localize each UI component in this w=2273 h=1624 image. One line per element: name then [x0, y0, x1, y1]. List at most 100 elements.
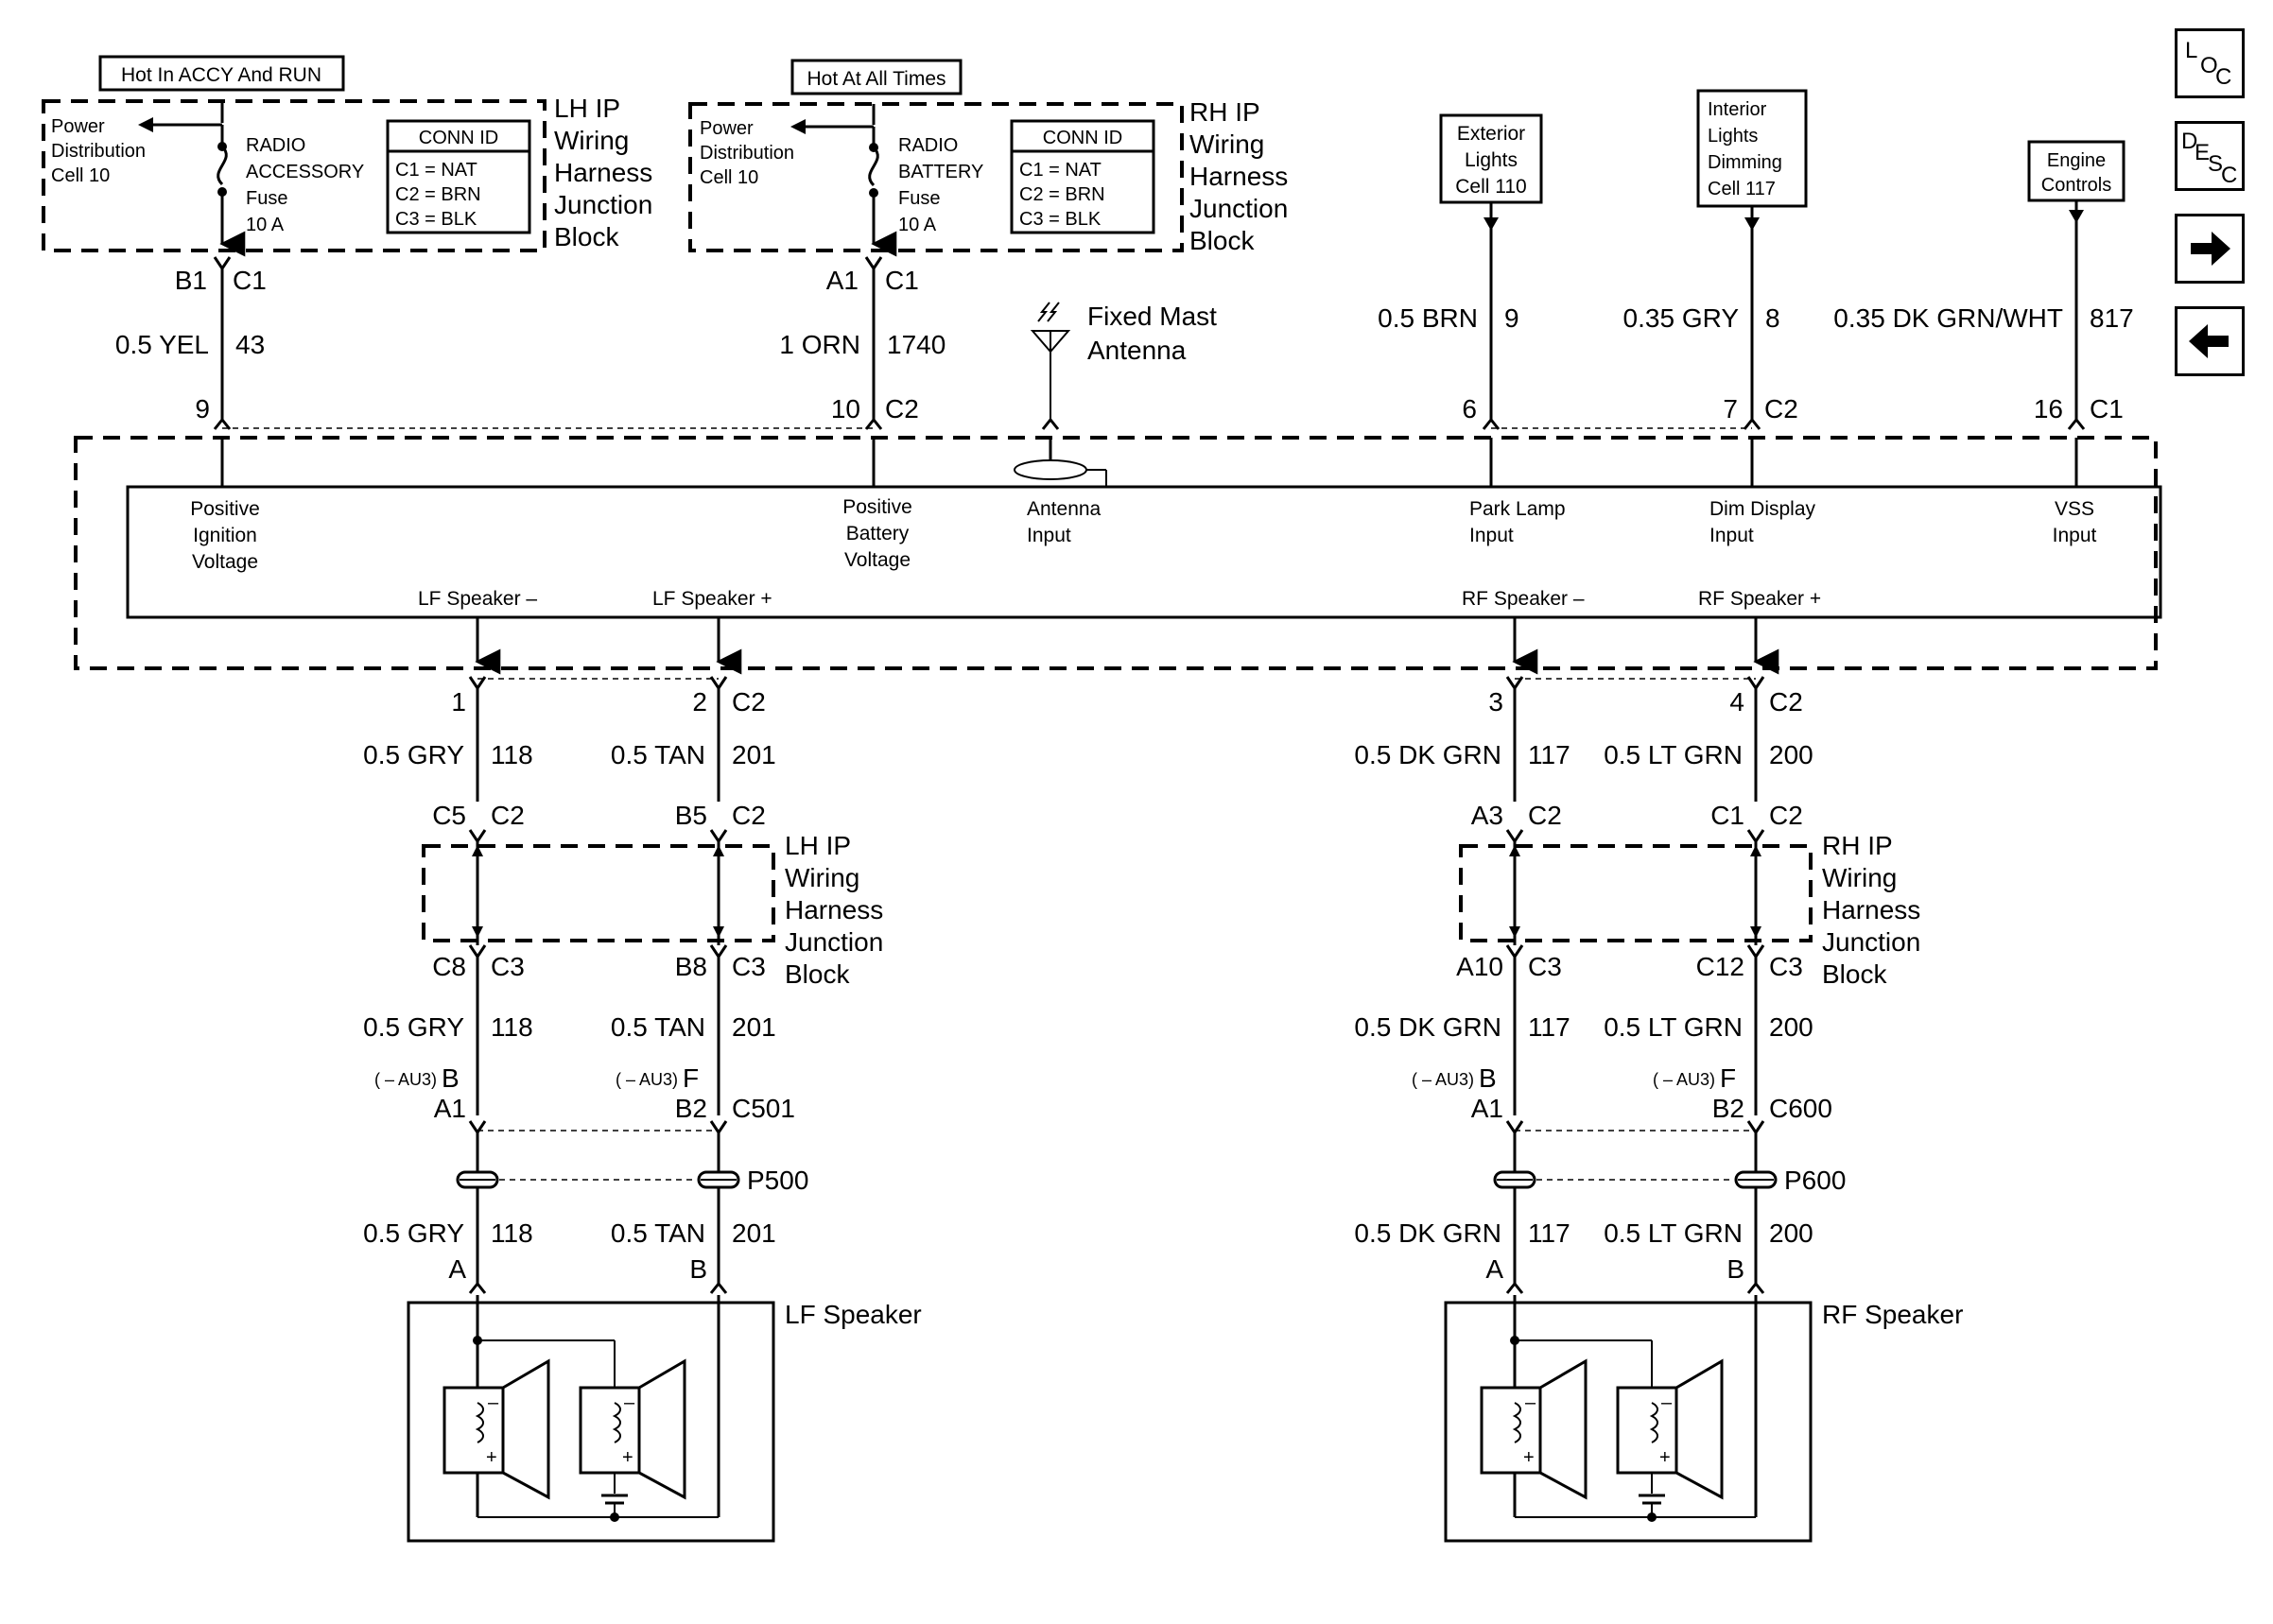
svg-text:117: 117: [1528, 1218, 1570, 1248]
svg-text:A1: A1: [434, 1094, 466, 1123]
svg-text:201: 201: [732, 1218, 776, 1248]
hot-tag-accy-text: Hot In ACCY And RUN: [121, 64, 321, 86]
svg-text:Wiring: Wiring: [785, 863, 859, 892]
desc-button[interactable]: D E S C: [2175, 121, 2245, 191]
pdc-label: Cell 10: [51, 165, 110, 186]
battery-fuse-block: Hot At All Times Power Distribution Cell…: [688, 59, 1288, 257]
svg-text:Antenna: Antenna: [1027, 498, 1102, 520]
radio-bottom-connector: 1 2 C2 3 4 C2: [451, 676, 1803, 717]
svg-text:Harness: Harness: [1822, 895, 1920, 924]
svg-text:C2: C2: [885, 394, 919, 423]
svg-text:A3: A3: [1471, 801, 1503, 830]
svg-text:B8: B8: [675, 952, 707, 981]
lh-ip-junction-box-top: [42, 99, 547, 252]
splice-icon: [456, 1170, 740, 1189]
antenna-label: Antenna: [1087, 336, 1187, 365]
next-page-button[interactable]: [2175, 214, 2245, 284]
svg-text:200: 200: [1769, 1218, 1813, 1248]
desc-icon: D E S C: [2181, 129, 2237, 188]
wire-circuit-label: 1740: [887, 330, 946, 359]
wire-circuit-label: 817: [2090, 303, 2134, 333]
svg-text:3: 3: [1488, 687, 1503, 717]
svg-text:0.5 GRY: 0.5 GRY: [363, 1218, 464, 1248]
speaker-driver-icon: – +: [442, 1358, 550, 1500]
svg-text:Input: Input: [1709, 525, 1754, 546]
svg-text:2: 2: [692, 687, 707, 717]
svg-text:Block: Block: [1822, 959, 1887, 989]
svg-text:Block: Block: [785, 959, 850, 989]
rf-speaker-branch: 0.5 DK GRN 117 0.5 LT GRN 200 A3 C2 C1 C…: [1354, 688, 1963, 1543]
svg-text:Input: Input: [2053, 525, 2097, 546]
svg-text:4: 4: [1729, 687, 1744, 717]
svg-text:A: A: [448, 1254, 466, 1284]
interior-lights-source: Interior Lights Dimming Cell 117 0.35 GR…: [1623, 89, 1808, 421]
radio-outline: [74, 436, 2158, 670]
svg-text:( – AU3): ( – AU3): [1412, 1070, 1474, 1089]
svg-text:+: +: [622, 1447, 633, 1468]
svg-text:C2: C2: [1769, 801, 1803, 830]
pdc-label: Cell 10: [700, 167, 758, 188]
fuse-label: RADIO: [898, 135, 958, 156]
svg-text:7: 7: [1723, 394, 1738, 423]
junction-block-label: Harness: [1189, 162, 1288, 191]
svg-text:C2: C2: [1528, 801, 1562, 830]
svg-text:Battery: Battery: [846, 523, 910, 544]
svg-text:Lights: Lights: [1465, 149, 1518, 171]
svg-text:Junction: Junction: [785, 927, 883, 957]
svg-text:C12: C12: [1696, 952, 1744, 981]
conn-id-row: C1 = NAT: [1019, 160, 1102, 181]
svg-text:L: L: [2185, 38, 2197, 63]
svg-text:9: 9: [195, 394, 210, 423]
pin-label: C1: [885, 266, 919, 295]
junction-block-label: Harness: [554, 158, 652, 187]
svg-text:C600: C600: [1769, 1094, 1832, 1123]
svg-text:Ignition: Ignition: [193, 525, 257, 546]
svg-text:0.5 DK GRN: 0.5 DK GRN: [1354, 1218, 1501, 1248]
svg-text:O: O: [2200, 53, 2218, 78]
svg-text:Input: Input: [1469, 525, 1514, 546]
svg-text:10: 10: [831, 394, 860, 423]
exterior-lights-source: Exterior Lights Cell 110 0.5 BRN 9: [1378, 113, 1543, 421]
svg-text:Dim Display: Dim Display: [1709, 498, 1816, 520]
conn-id-title: CONN ID: [419, 128, 498, 148]
svg-text:0.5 TAN: 0.5 TAN: [611, 1012, 705, 1042]
feed-arrow-icon: [790, 119, 806, 134]
connector-icon: [213, 256, 232, 271]
hot-tag-batt: [790, 59, 963, 95]
junction-block-label: Junction: [554, 190, 652, 219]
svg-text:Interior: Interior: [1708, 99, 1767, 120]
wire-color-label: 0.35 GRY: [1623, 303, 1740, 333]
fuse-label: 10 A: [898, 215, 937, 235]
conn-id-table: [1010, 119, 1155, 234]
interior-lights-box: [1696, 89, 1808, 208]
svg-text:Dimming: Dimming: [1708, 152, 1782, 173]
fuse-label: RADIO: [246, 135, 305, 156]
arrow-right-icon: [2191, 232, 2230, 266]
svg-text:6: 6: [1462, 394, 1477, 423]
svg-text:–: –: [1525, 1392, 1536, 1413]
svg-text:( – AU3): ( – AU3): [1653, 1070, 1715, 1089]
svg-text:LF Speaker –: LF Speaker –: [418, 588, 537, 610]
prev-page-button[interactable]: [2175, 306, 2245, 376]
svg-text:+: +: [1659, 1447, 1671, 1468]
svg-text:Input: Input: [1027, 525, 1071, 546]
svg-text:118: 118: [491, 1218, 533, 1248]
svg-text:–: –: [488, 1392, 499, 1413]
wire-circuit-label: 118: [491, 740, 533, 769]
antenna-label: Fixed Mast: [1087, 302, 1217, 331]
splice-icon: [1493, 1170, 1778, 1189]
speaker-driver-icon: – +: [579, 1358, 686, 1500]
conn-id-row: C3 = BLK: [1019, 209, 1102, 230]
svg-text:C2: C2: [1769, 687, 1803, 717]
loc-button[interactable]: L O C: [2175, 28, 2245, 98]
svg-text:C3: C3: [1769, 952, 1803, 981]
fixed-mast-antenna: Fixed Mast Antenna: [1030, 302, 1217, 421]
svg-text:C1: C1: [2090, 394, 2124, 423]
antenna-jack-icon: [1014, 459, 1087, 480]
wire-color-label: 0.5 BRN: [1378, 303, 1478, 333]
svg-text:A10: A10: [1456, 952, 1503, 981]
svg-text:Harness: Harness: [785, 895, 883, 924]
svg-text:B5: B5: [675, 801, 707, 830]
svg-text:0.5 DK GRN: 0.5 DK GRN: [1354, 1012, 1501, 1042]
lh-ip-junction-block: [422, 844, 775, 942]
